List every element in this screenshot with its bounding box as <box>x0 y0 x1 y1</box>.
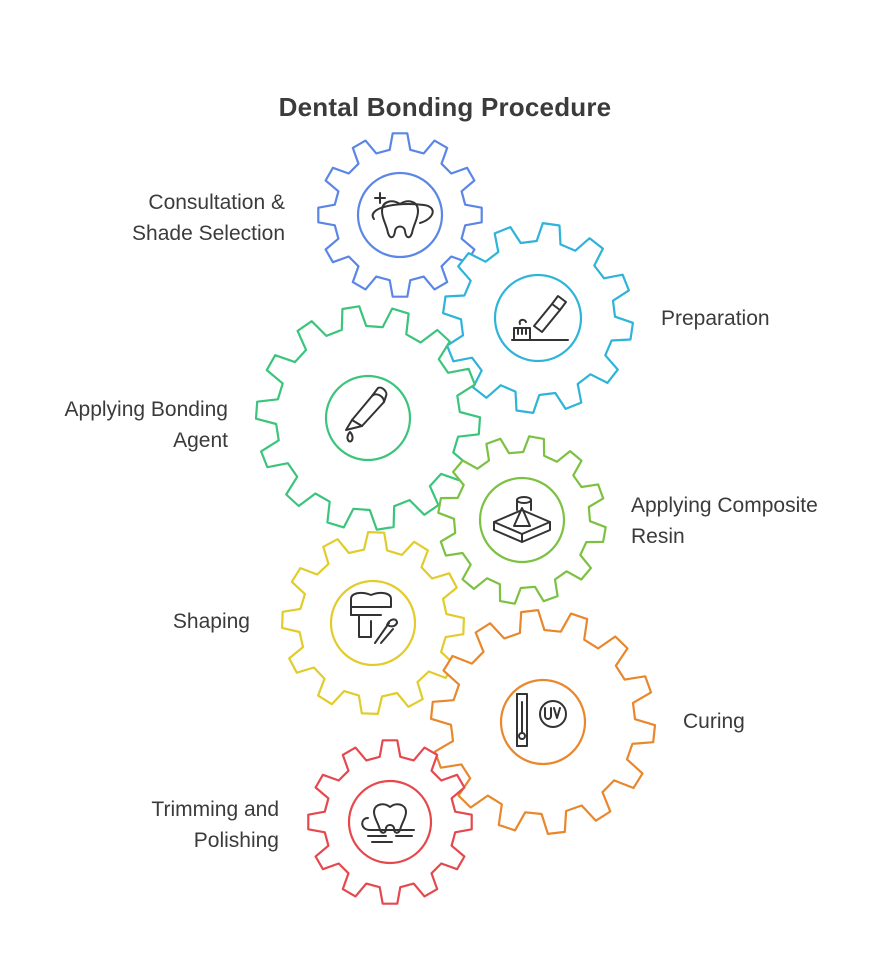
diagram-title: Dental Bonding Procedure <box>278 92 612 122</box>
toothpaste-brush-icon <box>511 295 569 341</box>
adhesive-bottle-icon <box>345 386 388 443</box>
label-trimming-polishing: Trimming and Polishing <box>151 798 279 852</box>
tooth-polish-icon <box>361 803 415 843</box>
tooth-brush-shaping-icon <box>350 591 398 644</box>
label-curing: Curing <box>683 710 745 733</box>
label-preparation: Preparation <box>661 307 770 330</box>
uv-lamp-icon <box>516 693 567 747</box>
gear-hub <box>478 476 566 564</box>
label-bonding-agent: Applying Bonding Agent <box>64 398 228 452</box>
label-composite-resin: Applying Composite Resin <box>631 494 818 548</box>
gear-composite-resin <box>437 435 607 605</box>
tooth-sparkle-icon <box>371 192 434 239</box>
gear-hub <box>347 779 433 865</box>
gear-trimming-polishing <box>307 739 473 905</box>
resin-mold-icon <box>493 496 551 543</box>
label-shaping: Shaping <box>172 610 250 633</box>
label-consultation: Consultation & Shade Selection <box>132 191 285 245</box>
